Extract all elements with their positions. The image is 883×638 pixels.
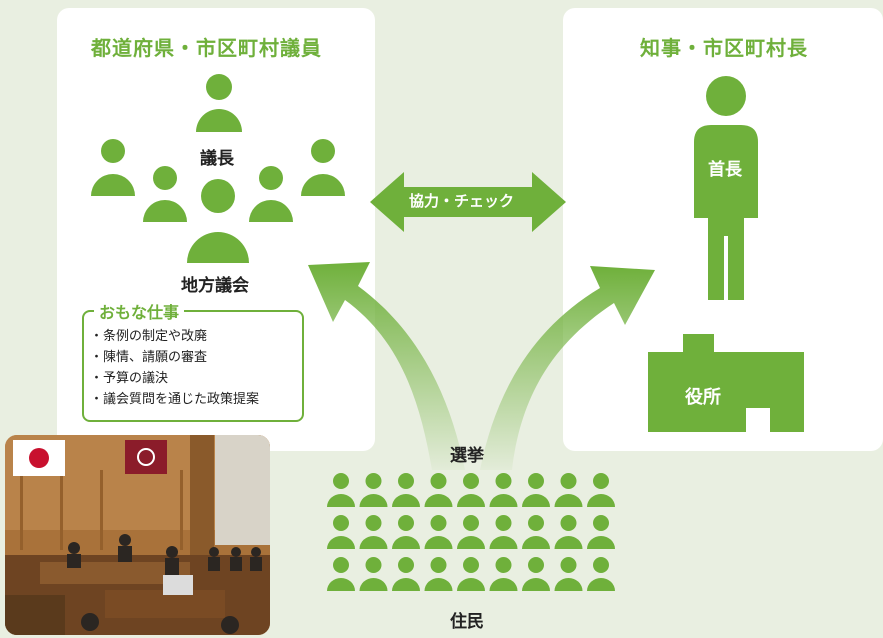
resident-icon [392, 473, 420, 507]
office-building-icon [648, 334, 804, 432]
cooperation-label: 協力・チェック [409, 192, 515, 210]
resident-icon [392, 515, 420, 549]
resident-icon [424, 515, 453, 549]
office-label: 役所 [685, 387, 721, 408]
assembly-members [91, 74, 345, 263]
head-label: 首長 [708, 160, 742, 180]
executive-title: 知事・市区町村長 [640, 36, 808, 60]
chair-label: 議長 [200, 149, 234, 169]
resident-icon [554, 557, 583, 591]
resident-icon [587, 557, 615, 591]
resident-icon [359, 557, 388, 591]
member-icon [249, 166, 293, 222]
assembly-label: 地方議会 [181, 276, 249, 296]
resident-icon [587, 515, 615, 549]
head-figure-icon [694, 76, 758, 300]
resident-icon [554, 473, 583, 507]
resident-icon [392, 557, 420, 591]
election-arrow-left [308, 262, 465, 470]
duty-item: ・予算の議決 [90, 371, 169, 386]
duty-item: ・議会質問を通じた政策提案 [90, 392, 260, 407]
resident-icon [489, 557, 518, 591]
resident-icon [489, 515, 518, 549]
residents-label: 住民 [450, 612, 484, 632]
resident-icon [587, 473, 615, 507]
duty-item: ・条例の制定や改廃 [90, 329, 208, 344]
resident-icon [554, 515, 583, 549]
assembly-photo [5, 435, 270, 635]
cooperation-arrow [370, 172, 566, 232]
resident-icon [359, 473, 388, 507]
member-icon [143, 166, 187, 222]
chair-person-icon [196, 74, 242, 132]
resident-icon [522, 515, 550, 549]
resident-icon [457, 473, 485, 507]
duties-list: ・条例の制定や改廃 ・陳情、請願の審査 ・予算の議決 ・議会質問を通じた政策提案 [84, 312, 302, 410]
duties-title: おもな仕事 [94, 299, 185, 323]
election-label: 選挙 [450, 446, 484, 466]
duties-box: おもな仕事 ・条例の制定や改廃 ・陳情、請願の審査 ・予算の議決 ・議会質問を通… [82, 299, 304, 422]
residents-crowd [327, 473, 615, 591]
duty-item: ・陳情、請願の審査 [90, 350, 208, 365]
resident-icon [457, 515, 485, 549]
resident-icon [327, 557, 355, 591]
resident-icon [457, 557, 485, 591]
member-icon [187, 179, 249, 263]
municipal-flag-icon [125, 440, 167, 474]
resident-icon [522, 473, 550, 507]
resident-icon [424, 473, 453, 507]
resident-icon [424, 557, 453, 591]
resident-icon [327, 473, 355, 507]
member-icon [301, 139, 345, 196]
election-arrow-right [480, 266, 655, 470]
resident-icon [327, 515, 355, 549]
resident-icon [489, 473, 518, 507]
assembly-title: 都道府県・市区町村議員 [91, 36, 322, 60]
member-icon [91, 139, 135, 196]
resident-icon [359, 515, 388, 549]
resident-icon [522, 557, 550, 591]
